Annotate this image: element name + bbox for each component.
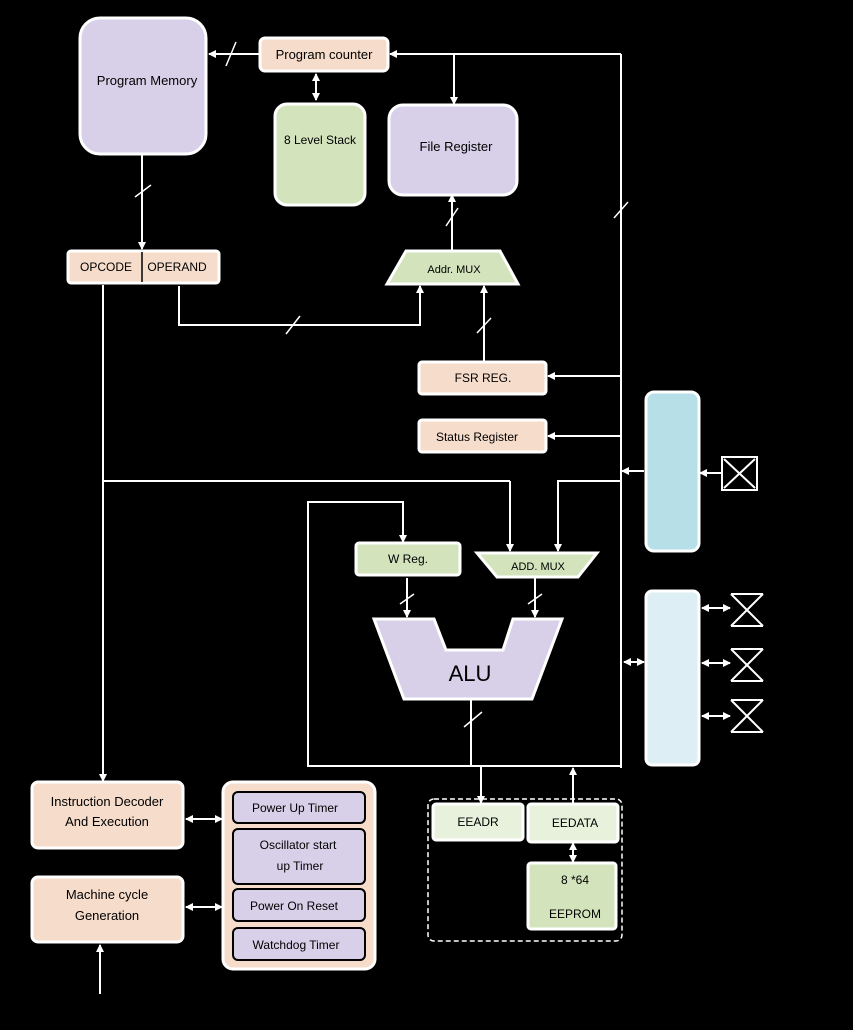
eeprom-block: 8 *64 EEPROM bbox=[526, 861, 618, 931]
operand-label: OPERAND bbox=[147, 260, 207, 274]
add-mux-block: ADD. MUX bbox=[473, 551, 601, 579]
fsr-block: FSR REG. bbox=[417, 360, 548, 396]
pin-rb bbox=[730, 593, 764, 627]
bus-tick bbox=[476, 317, 492, 334]
pin-rb bbox=[730, 699, 764, 733]
program-memory-block: Program Memory bbox=[78, 16, 208, 156]
instruction-decoder-block: Instruction Decoder And Execution bbox=[30, 780, 185, 850]
w-reg-block: W Reg. bbox=[354, 541, 462, 577]
eedata-label: EEDATA bbox=[552, 816, 598, 830]
wires bbox=[96, 41, 731, 994]
pin-rb bbox=[730, 648, 764, 682]
watchdog-timer-label: Watchdog Timer bbox=[253, 938, 340, 952]
eeadr-label: EEADR bbox=[457, 815, 499, 829]
watchdog-timer-block bbox=[232, 927, 366, 961]
bus-tick bbox=[285, 315, 301, 335]
status-register-block: Status Register bbox=[417, 418, 548, 454]
file-register-label: File Register bbox=[420, 139, 494, 154]
add-mux-label: ADD. MUX bbox=[511, 561, 565, 573]
power-up-timer-block bbox=[232, 791, 366, 824]
file-register-block: File Register bbox=[387, 103, 519, 197]
power-up-timer-label: Power Up Timer bbox=[252, 801, 338, 815]
status-register-label: Status Register bbox=[436, 430, 518, 444]
eeprom-label-line2: EEPROM bbox=[549, 907, 601, 921]
program-counter-label: Program counter bbox=[276, 47, 373, 62]
bus-tick bbox=[445, 207, 459, 227]
bus-tick bbox=[613, 201, 629, 219]
eedata-block: EEDATA bbox=[526, 802, 620, 844]
eeprom-group-outline bbox=[427, 798, 623, 942]
machine-cycle-block: Machine cycle Generation bbox=[30, 875, 185, 944]
decoder-label-line2: And Execution bbox=[65, 814, 149, 829]
program-memory-label: Program Memory bbox=[97, 73, 198, 88]
addr-mux-block: Addr. MUX bbox=[384, 249, 521, 286]
w-reg-label: W Reg. bbox=[388, 552, 428, 566]
timers-group: Power Up Timer Oscillator start up Timer… bbox=[221, 780, 377, 971]
bus-tick bbox=[225, 41, 237, 67]
alu-feedback-loop bbox=[307, 501, 472, 767]
addr-mux-label: Addr. MUX bbox=[427, 264, 481, 276]
machine-cycle-label-line1: Machine cycle bbox=[66, 887, 148, 902]
bus-tick bbox=[399, 593, 415, 605]
stack-block: 8 Level Stack bbox=[273, 102, 367, 207]
bus-tick bbox=[134, 184, 152, 198]
machine-cycle-label-line2: Generation bbox=[75, 908, 139, 923]
bus-tick bbox=[463, 711, 483, 728]
operand-to-addr-mux bbox=[178, 285, 424, 326]
alu-label: ALU bbox=[449, 661, 492, 686]
eeprom-label-line1: 8 *64 bbox=[561, 873, 589, 887]
blocks: Program Memory Program counter 8 Level S… bbox=[30, 16, 764, 971]
port-a-block bbox=[644, 390, 701, 553]
oscillator-timer-label-line2: up Timer bbox=[277, 859, 324, 873]
eeadr-block: EEADR bbox=[431, 802, 525, 842]
bus-to-add-mux bbox=[554, 480, 621, 552]
power-on-reset-label: Power On Reset bbox=[250, 899, 339, 913]
fsr-label: FSR REG. bbox=[455, 371, 512, 385]
program-counter-block: Program counter bbox=[258, 36, 390, 73]
oscillator-timer-block bbox=[232, 828, 366, 885]
stack-label: 8 Level Stack bbox=[284, 133, 357, 147]
pin-ra bbox=[721, 456, 758, 491]
bus-tick bbox=[527, 593, 543, 605]
power-on-reset-block bbox=[232, 888, 366, 922]
opcode-label: OPCODE bbox=[80, 260, 132, 274]
oscillator-timer-label-line1: Oscillator start bbox=[260, 838, 337, 852]
decoder-label-line1: Instruction Decoder bbox=[51, 794, 164, 809]
alu-block: ALU bbox=[371, 617, 565, 701]
port-b-block bbox=[644, 589, 701, 767]
opcode-operand-block: OPCODE OPERAND bbox=[66, 249, 221, 285]
